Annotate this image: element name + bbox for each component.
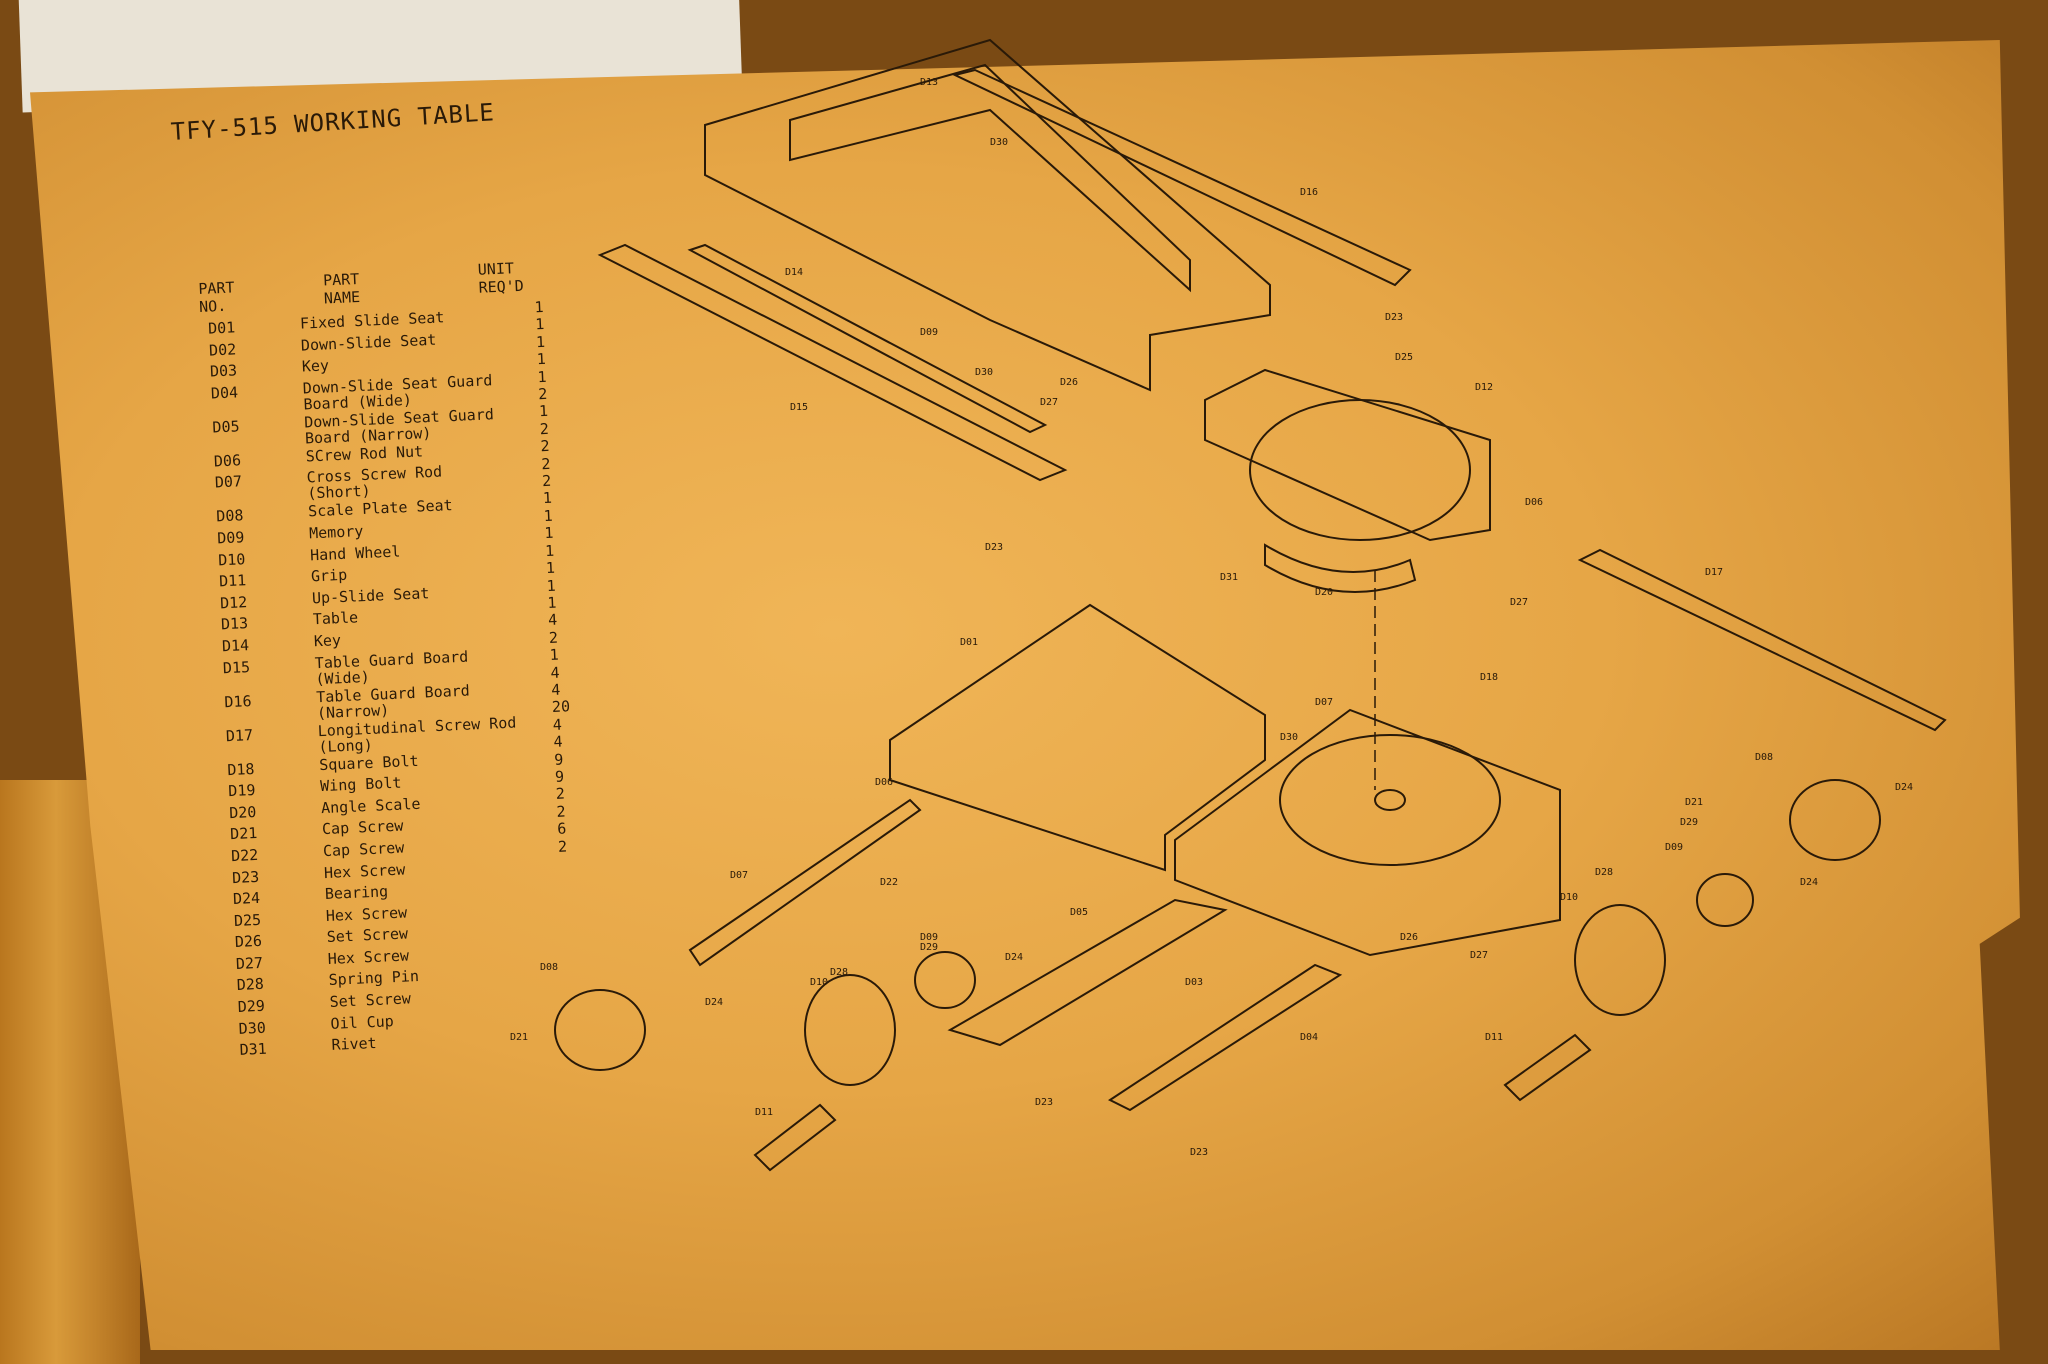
angle-scale bbox=[1264, 543, 1417, 593]
callout-label: D30 bbox=[1280, 732, 1298, 743]
hand-wheel-right bbox=[1574, 904, 1666, 1016]
callout-label: D28 bbox=[1595, 867, 1613, 878]
callout-label: D11 bbox=[755, 1107, 773, 1118]
callout-label: D30 bbox=[990, 137, 1008, 148]
callout-label: D05 bbox=[1070, 907, 1088, 918]
key-d14 bbox=[687, 243, 1048, 434]
callout-label: D20 bbox=[1315, 587, 1333, 598]
long-screw-rod bbox=[1577, 548, 1947, 732]
callout-label: D27 bbox=[1040, 397, 1058, 408]
hand-wheel-left bbox=[804, 974, 896, 1086]
callout-label: D03 bbox=[1185, 977, 1203, 988]
table-part bbox=[704, 38, 1271, 392]
rotary-ring bbox=[1279, 734, 1501, 866]
callout-label: D08 bbox=[540, 962, 558, 973]
callout-label: D30 bbox=[975, 367, 993, 378]
guard-board-d04 bbox=[1108, 963, 1343, 1112]
callout-label: D24 bbox=[1895, 782, 1913, 793]
callout-label: D07 bbox=[730, 870, 748, 881]
callout-label: D21 bbox=[1685, 797, 1703, 808]
callout-label: D26 bbox=[1400, 932, 1418, 943]
callout-label: D29 bbox=[920, 942, 938, 953]
callout-label: D08 bbox=[1755, 752, 1773, 763]
callout-label: D24 bbox=[705, 997, 723, 1008]
short-screw-rod bbox=[688, 798, 922, 967]
callout-label: D10 bbox=[1560, 892, 1578, 903]
callout-label: D23 bbox=[985, 542, 1003, 553]
callout-label: D14 bbox=[785, 267, 803, 278]
callout-label: D16 bbox=[1300, 187, 1318, 198]
scale-seat-right bbox=[1789, 779, 1881, 861]
callout-label: D22 bbox=[880, 877, 898, 888]
callout-label: D27 bbox=[1510, 597, 1528, 608]
callout-label: D24 bbox=[1800, 877, 1818, 888]
swivel-base bbox=[1249, 399, 1471, 541]
callout-label: D09 bbox=[920, 932, 938, 943]
callout-label: D12 bbox=[1475, 382, 1493, 393]
grip-right bbox=[1503, 1033, 1592, 1102]
callout-label: D17 bbox=[1705, 567, 1723, 578]
table-slot bbox=[789, 63, 1191, 293]
memory-left bbox=[914, 951, 976, 1009]
guard-board-d16 bbox=[952, 68, 1412, 287]
memory-right bbox=[1696, 873, 1754, 927]
fixed-slide-seat bbox=[889, 603, 1266, 872]
callout-label: D09 bbox=[920, 327, 938, 338]
callout-label: D06 bbox=[875, 777, 893, 788]
scale-seat-left bbox=[554, 989, 646, 1071]
callout-label: D23 bbox=[1035, 1097, 1053, 1108]
paper-sheet bbox=[30, 40, 2020, 1350]
grip-left bbox=[753, 1103, 837, 1172]
up-slide-seat bbox=[1204, 368, 1491, 542]
callout-label: D27 bbox=[1470, 950, 1488, 961]
callout-label: D15 bbox=[790, 402, 808, 413]
callout-label: D09 bbox=[1665, 842, 1683, 853]
callout-label: D13 bbox=[920, 77, 938, 88]
callout-label: D18 bbox=[1480, 672, 1498, 683]
callout-label: D24 bbox=[1005, 952, 1023, 963]
callout-label: D10 bbox=[810, 977, 828, 988]
guard-board-d05 bbox=[947, 898, 1228, 1047]
down-slide-seat bbox=[1174, 708, 1561, 957]
callout-label: D07 bbox=[1315, 697, 1333, 708]
callout-label: D04 bbox=[1300, 1032, 1318, 1043]
callout-label: D23 bbox=[1190, 1147, 1208, 1158]
callout-label: D26 bbox=[1060, 377, 1078, 388]
guard-board-d15 bbox=[597, 243, 1068, 482]
callout-label: D29 bbox=[1680, 817, 1698, 828]
callout-label: D01 bbox=[960, 637, 978, 648]
callout-label: D06 bbox=[1525, 497, 1543, 508]
callout-label: D28 bbox=[830, 967, 848, 978]
callout-label: D25 bbox=[1395, 352, 1413, 363]
callout-label: D21 bbox=[510, 1032, 528, 1043]
callout-label: D23 bbox=[1385, 312, 1403, 323]
callout-label: D31 bbox=[1220, 572, 1238, 583]
callout-label: D11 bbox=[1485, 1032, 1503, 1043]
